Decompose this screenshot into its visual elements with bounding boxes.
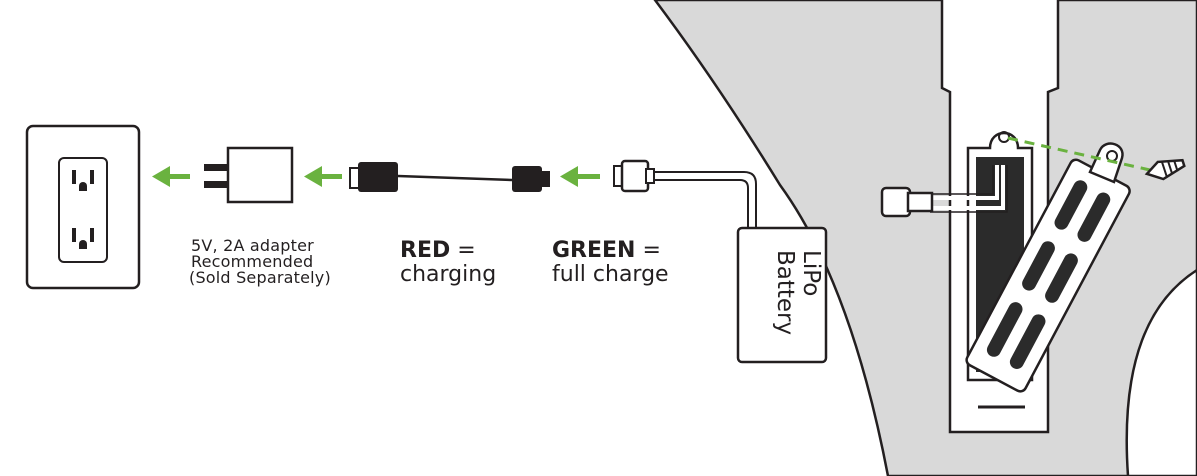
screw-alignment-line: [1007, 136, 1151, 172]
red-label: RED: [400, 238, 451, 263]
usb-cable: [397, 174, 513, 182]
green-indicator-title: GREEN =: [552, 238, 661, 264]
green-label: GREEN: [552, 238, 636, 263]
battery-label-line-2: Battery: [772, 250, 798, 336]
arrow-to-outlet-icon: [152, 166, 190, 187]
battery-cover: [965, 158, 1131, 393]
usb-adapter: [226, 146, 294, 204]
battery-connector: [880, 186, 912, 218]
cover-tab: [1088, 142, 1124, 184]
green-meaning: full charge: [552, 262, 669, 287]
battery-wire: [930, 165, 1005, 210]
battery-plug: [620, 159, 650, 193]
arrow-to-adapter-icon: [304, 166, 342, 187]
battery-lead-wire: [654, 171, 757, 230]
device-frame-right-edge: [1125, 268, 1197, 476]
adapter-line-1: 5V, 2A adapter: [191, 236, 314, 255]
adapter-prong-bottom: [204, 181, 228, 188]
red-equals: =: [457, 238, 476, 263]
adapter-line-2: Recommended: [191, 252, 314, 271]
arrow-to-cable-icon: [560, 166, 600, 187]
battery-wire-outline: [930, 165, 1008, 213]
battery-label: LiPo Battery: [740, 232, 824, 360]
outlet-socket-bottom: [72, 228, 94, 249]
adapter-prong-top: [204, 164, 228, 171]
outlet-socket-top: [72, 170, 94, 191]
charging-plug: [512, 166, 542, 192]
screw-icon: [1144, 158, 1186, 181]
adapter-line-3: (Sold Separately): [189, 268, 331, 287]
red-indicator-title: RED =: [400, 238, 476, 264]
green-equals: =: [642, 238, 661, 263]
lipo-battery-box: [736, 226, 828, 364]
battery-label-line-1: LiPo: [798, 250, 824, 297]
red-meaning: charging: [400, 262, 497, 287]
usb-plug: [358, 162, 398, 192]
battery-connector-neck: [906, 191, 934, 213]
device-frame-background: [653, 0, 1197, 476]
wall-outlet-face: [58, 157, 108, 263]
charging-plug-tip: [540, 171, 550, 187]
battery-plug-neck: [645, 168, 655, 184]
